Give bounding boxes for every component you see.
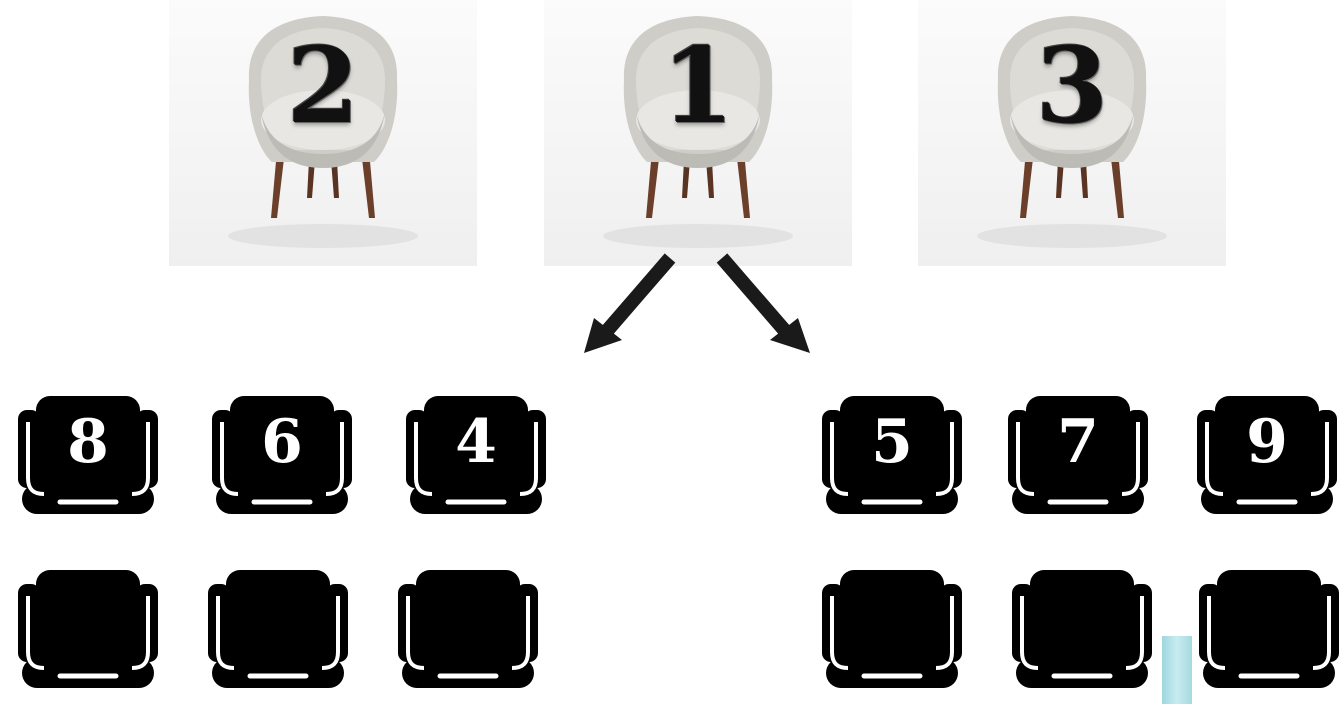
seat-6: 6 [208,392,356,520]
office-chair-icon [1195,566,1343,694]
seat-empty [1008,566,1156,694]
seat-number: 9 [1246,407,1288,477]
seat-number: 6 [261,407,303,477]
office-chair-icon [204,566,352,694]
seat-number: 7 [1057,407,1099,477]
arrow-down-right-icon [716,253,810,353]
seat-4: 4 [402,392,550,520]
seat-8: 8 [14,392,162,520]
seat-number: 5 [871,407,913,477]
seat-number: 4 [455,407,497,477]
armchair-2: 2 [169,0,477,266]
armchair-number: 3 [1035,24,1109,147]
armchair-number: 1 [661,24,735,147]
arrow-down-left-icon [584,253,676,353]
seat-empty [818,566,966,694]
seat-empty [1195,566,1343,694]
armchair-number: 2 [286,24,360,147]
armchair-3: 3 [918,0,1226,266]
seat-7: 7 [1004,392,1152,520]
seat-5: 5 [818,392,966,520]
office-chair-icon [394,566,542,694]
seat-empty [394,566,542,694]
office-chair-icon [1008,566,1156,694]
seat-9: 9 [1193,392,1341,520]
armchair-1: 1 [544,0,852,266]
accent-block [1162,636,1192,704]
arrow-group [584,253,810,353]
seat-number: 8 [67,407,109,477]
seat-empty [204,566,352,694]
office-chair-icon [818,566,966,694]
office-chair-icon [14,566,162,694]
seat-empty [14,566,162,694]
